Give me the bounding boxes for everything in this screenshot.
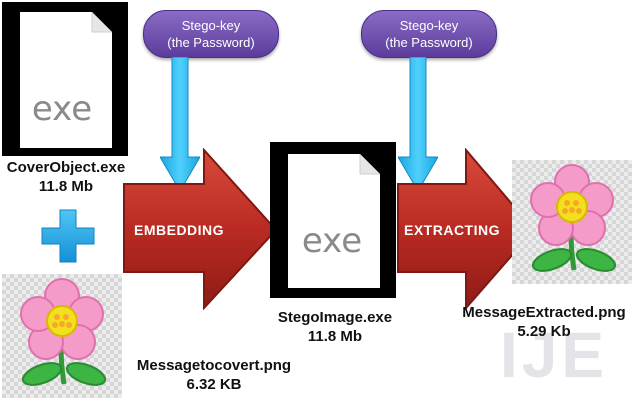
stego-image-label: StegoImage.exe 11.8 Mb xyxy=(262,308,408,346)
embedding-label: EMBEDDING xyxy=(134,222,225,238)
message-size: 6.32 KB xyxy=(186,376,242,393)
cover-icon-text: exe xyxy=(32,89,92,129)
message-label: Messagetocovert.png 6.32 KB xyxy=(126,356,302,394)
cover-object-file-icon: exe xyxy=(2,2,128,156)
message-extracted-flower-image xyxy=(512,160,632,284)
extracting-label: EXTRACTING xyxy=(404,222,500,238)
message-name: Messagetocovert.png xyxy=(136,357,292,374)
stego-key-left-pill: Stego-key (the Password) xyxy=(143,10,279,58)
message-extracted-label: MessageExtracted.png 5.29 Kb xyxy=(456,303,632,341)
stego-image-size: 11.8 Mb xyxy=(307,328,363,345)
message-extracted-size: 5.29 Kb xyxy=(517,323,571,340)
message-flower-image xyxy=(2,274,122,398)
watermark: IJE xyxy=(500,319,609,391)
file-document-icon: exe xyxy=(20,12,112,148)
stego-image-file-icon: exe xyxy=(270,142,396,298)
cover-object-label: CoverObject.exe 11.8 Mb xyxy=(0,158,132,196)
extracting-arrow-icon xyxy=(397,148,536,310)
cover-object-size: 11.8 Mb xyxy=(38,178,94,195)
stego-key-right-down-arrow-icon xyxy=(398,57,438,191)
embedding-arrow-icon xyxy=(123,148,278,310)
stego-icon-text: exe xyxy=(302,221,362,261)
plus-icon xyxy=(41,209,95,263)
cover-object-name: CoverObject.exe xyxy=(6,159,126,176)
stego-key-right-pill: Stego-key (the Password) xyxy=(361,10,497,58)
stego-key-left-down-arrow-icon xyxy=(160,57,200,191)
stego-image-name: StegoImage.exe xyxy=(277,309,393,326)
stego-key-right-title: Stego-key xyxy=(399,18,459,33)
file-document-icon: exe xyxy=(288,154,380,288)
stego-key-left-subtitle: (the Password) xyxy=(167,35,255,50)
stego-key-right-subtitle: (the Password) xyxy=(385,35,473,50)
message-extracted-name: MessageExtracted.png xyxy=(462,304,626,321)
stego-key-left-title: Stego-key xyxy=(181,18,241,33)
